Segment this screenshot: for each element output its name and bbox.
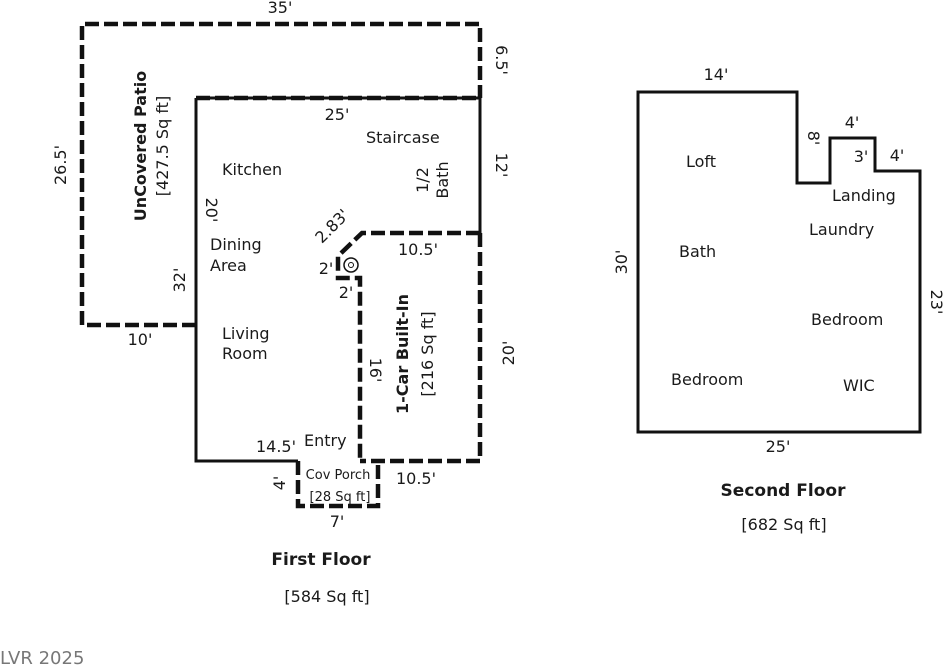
second-floor-plan: Loft Landing Laundry Bath Bedroom Bedroo…	[612, 65, 944, 534]
second-floor-title: Second Floor	[721, 481, 847, 501]
landing-label: Landing	[832, 186, 896, 205]
dim-garage-bottom: 10.5'	[396, 469, 436, 488]
watermark: LVR 2025	[0, 648, 85, 669]
dim-kitchen-top: 25'	[325, 105, 350, 124]
house-walls-left	[194, 98, 298, 463]
dim-diag: 2.83'	[311, 205, 353, 247]
dim-bottom-patio: 10'	[128, 330, 153, 349]
dim-left-32: 32'	[170, 268, 189, 293]
loft-label: Loft	[686, 152, 716, 171]
bath-label: Bath	[679, 242, 716, 261]
water-heater-icon	[343, 257, 359, 273]
living-label-1: Living	[222, 324, 270, 343]
dim2-step: 4'	[890, 146, 905, 165]
dim2-notch-right: 3'	[854, 147, 869, 166]
garage-outline	[360, 233, 483, 464]
dim2-notch-left: 8'	[804, 131, 823, 146]
dining-label-2: Area	[210, 256, 247, 275]
dim-two-b: 2'	[339, 283, 354, 302]
first-floor-title: First Floor	[271, 550, 371, 570]
bedroom-left-label: Bedroom	[671, 370, 743, 389]
dim-porch-bottom: 7'	[330, 512, 345, 531]
bedroom-right-label: Bedroom	[811, 310, 883, 329]
dim2-left: 30'	[612, 250, 631, 275]
dim2-top: 14'	[704, 65, 729, 84]
first-floor-plan: Staircase Kitchen 1/2 Bath Dining Area L…	[51, 0, 518, 606]
patio-outline	[79, 21, 483, 328]
wic-label: WIC	[843, 376, 875, 395]
garage-inner-wall	[335, 230, 480, 461]
living-label-2: Room	[222, 344, 268, 363]
porch-area: [28 Sq ft]	[310, 490, 371, 505]
dim-bottom-left: 14.5'	[256, 437, 296, 456]
water-heater-icon-inner	[348, 262, 354, 268]
garage-name: 1-Car Built-In	[393, 294, 412, 414]
dining-label-1: Dining	[210, 235, 262, 254]
porch-name: Cov Porch	[306, 468, 371, 483]
second-floor-walls	[636, 90, 922, 434]
dim-right-top: 6.5'	[492, 45, 511, 75]
patio-name: UnCovered Patio	[131, 71, 150, 221]
dim-garage-top: 10.5'	[398, 240, 438, 259]
dim-left-20: 20'	[202, 198, 221, 223]
dim-right-12: 12'	[492, 153, 511, 178]
garage-area: [216 Sq ft]	[418, 311, 437, 396]
laundry-label: Laundry	[809, 220, 874, 239]
second-floor-area: [682 Sq ft]	[741, 515, 826, 534]
dim2-bottom: 25'	[766, 437, 791, 456]
dim2-notch-top: 4'	[845, 113, 860, 132]
dim-garage-left: 16'	[366, 358, 385, 383]
porch-outline	[295, 461, 381, 509]
dim-top: 35'	[268, 0, 293, 17]
dim2-right: 23'	[927, 290, 944, 315]
dim-left-patio: 26.5'	[51, 145, 70, 185]
patio-area: [427.5 Sq ft]	[153, 96, 172, 196]
dim-porch-left: 4'	[270, 476, 289, 491]
kitchen-label: Kitchen	[222, 160, 282, 179]
entry-label: Entry	[304, 431, 347, 450]
dim-two-a: 2'	[319, 259, 334, 278]
dim-garage-right: 20'	[499, 341, 518, 366]
house-walls	[196, 96, 482, 233]
staircase-label: Staircase	[366, 128, 440, 147]
first-floor-area: [584 Sq ft]	[284, 587, 369, 606]
half-bath-label-1: 1/2	[413, 167, 432, 193]
half-bath-label-2: Bath	[433, 161, 452, 198]
